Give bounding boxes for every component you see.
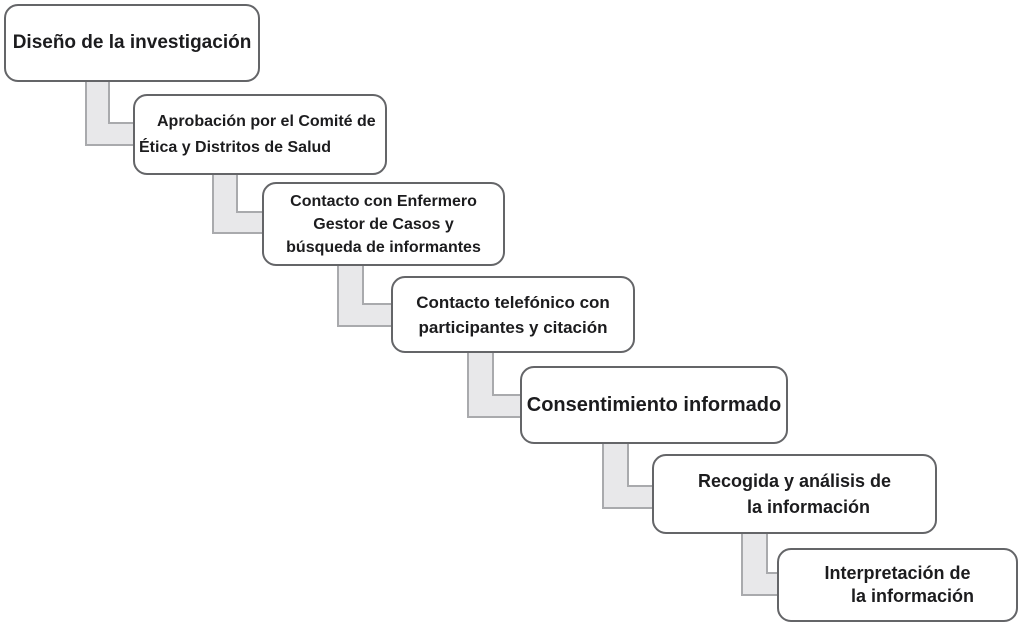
flow-step-4-label-line-2: participantes y citación bbox=[418, 317, 608, 337]
flow-step-1: Diseño de la investigación bbox=[4, 4, 260, 82]
flow-step-2-label-line-2: Ética y Distritos de Salud bbox=[139, 138, 332, 156]
flow-step-5-label: Consentimiento informado bbox=[526, 393, 782, 416]
flow-step-4-label-line-1: Contacto telefónico con bbox=[416, 292, 610, 312]
flow-step-6-label-line-2: la información bbox=[746, 497, 871, 517]
flow-step-1-label: Diseño de la investigación bbox=[12, 32, 252, 53]
flow-step-6: Recogida y análisis de la información bbox=[652, 454, 937, 534]
flow-step-3-label-line-1: Contacto con Enfermero bbox=[290, 192, 477, 210]
flow-step-3-label-line-3: búsqueda de informantes bbox=[286, 238, 481, 256]
flow-step-5: Consentimiento informado bbox=[520, 366, 788, 444]
flow-step-2-label-line-1: Aprobación por el Comité de bbox=[157, 112, 376, 130]
flow-step-2: Aprobación por el Comité de Ética y Dist… bbox=[133, 94, 387, 175]
flow-step-7-label-line-1: Interpretación de bbox=[824, 563, 971, 583]
connector-step3-step4 bbox=[337, 261, 400, 327]
flow-step-3-label-line-2: Gestor de Casos y bbox=[313, 215, 454, 233]
flow-step-7-label-line-2: la información bbox=[850, 586, 975, 606]
flow-step-3: Contacto con Enfermero Gestor de Casos y… bbox=[262, 182, 505, 266]
flow-step-4: Contacto telefónico con participantes y … bbox=[391, 276, 635, 353]
connector-step4-step5 bbox=[467, 348, 527, 418]
flow-step-7: Interpretación de la información bbox=[777, 548, 1018, 622]
connector-step1-step2 bbox=[85, 77, 141, 146]
flow-step-6-label-line-1: Recogida y análisis de bbox=[697, 471, 892, 491]
